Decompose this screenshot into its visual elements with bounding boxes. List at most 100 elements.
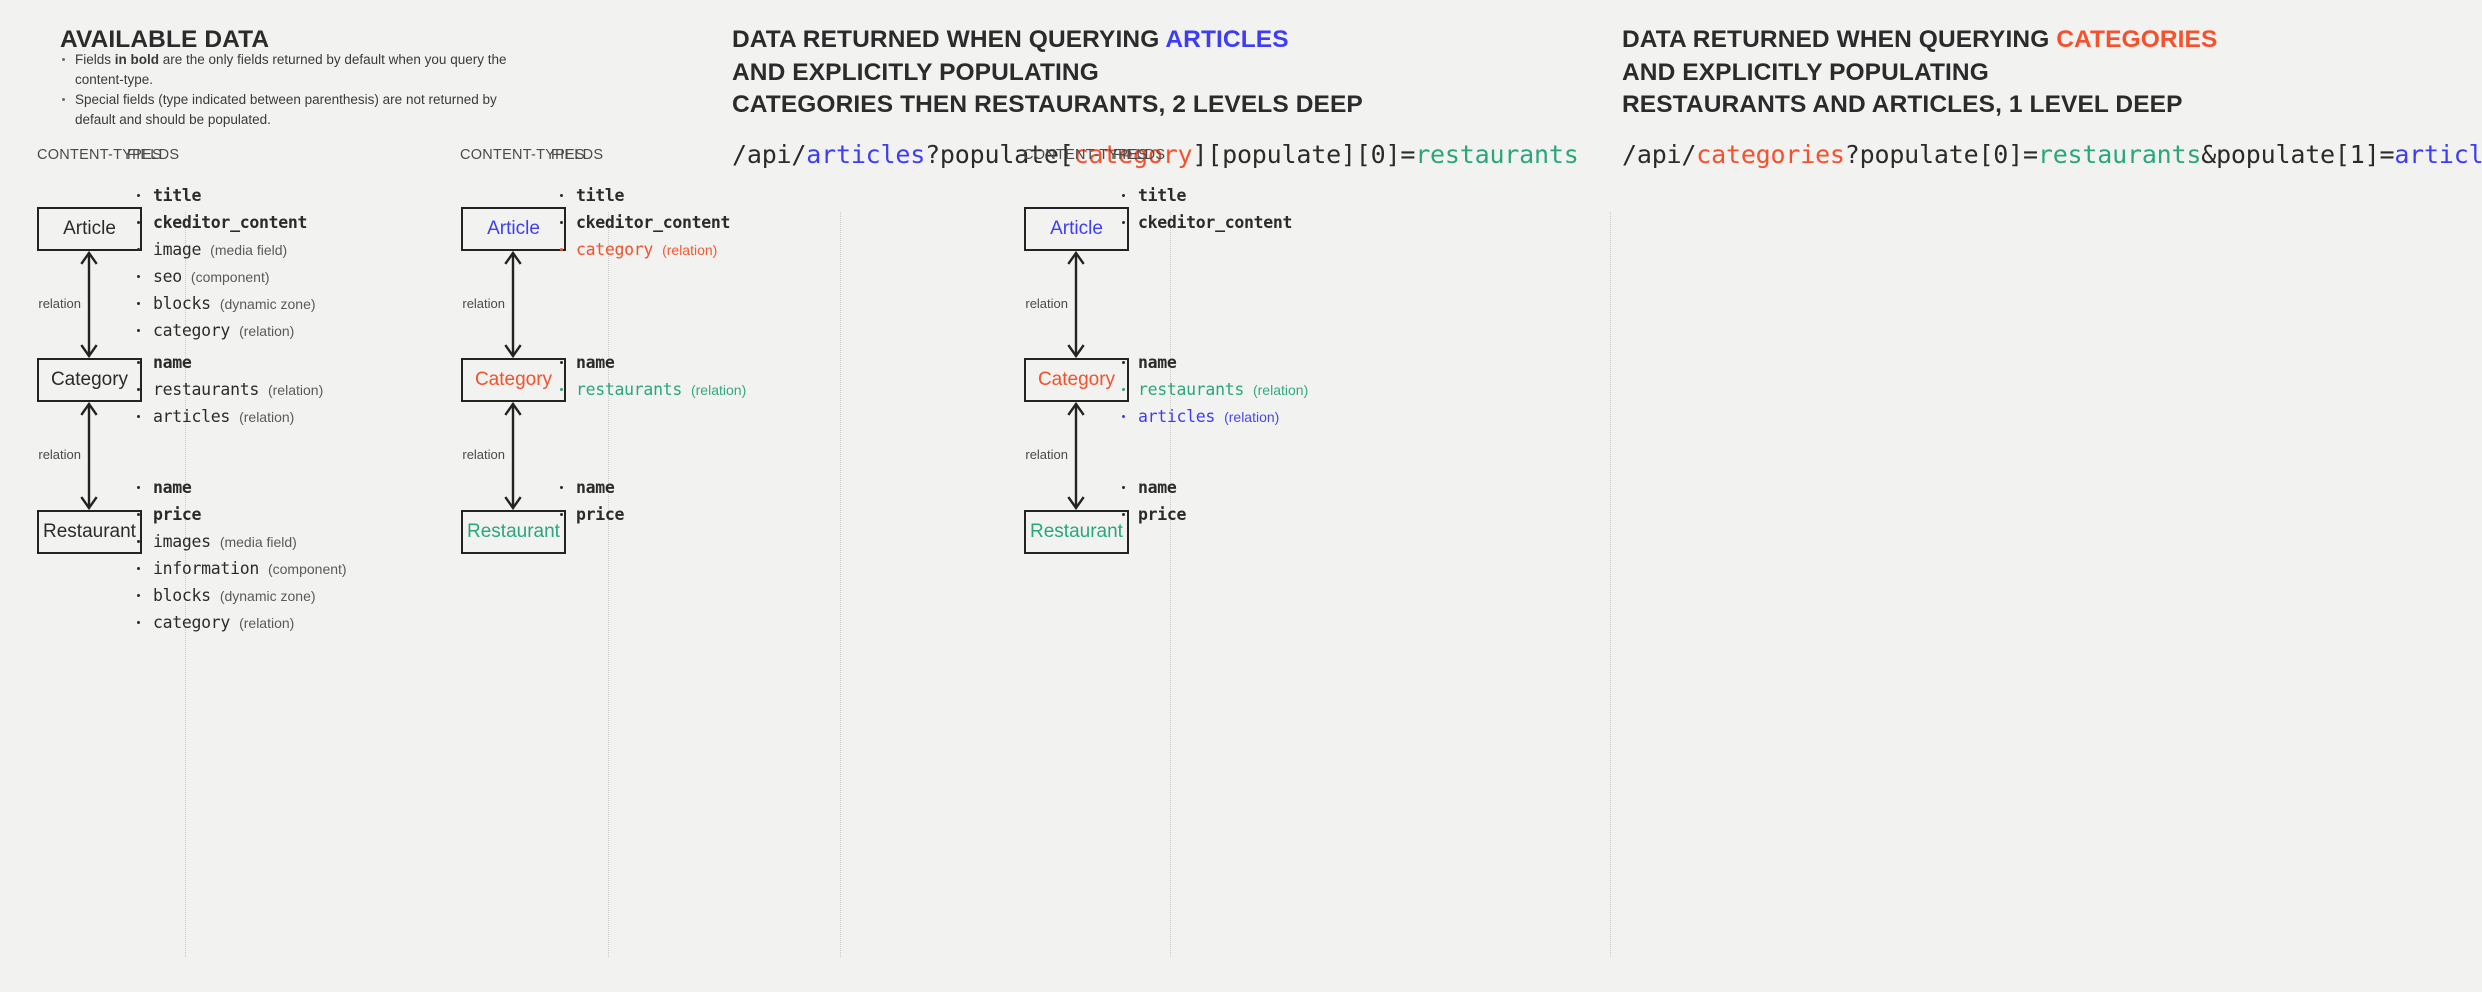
bullet-icon [1122,513,1126,517]
caption-fields: FIELDS [551,147,604,163]
field-name: blocks [153,586,211,605]
bullet-icon [560,486,564,490]
bullet-icon [137,594,141,598]
entity-label: Restaurant [467,521,560,542]
api-path-segment: &populate[1]= [2201,140,2395,169]
field-row: articles (relation) [1118,404,1308,429]
field-name: articles [1138,407,1216,426]
field-row: price [556,502,624,527]
column-divider [1170,212,1172,957]
heading-text: CATEGORIES THEN RESTAURANTS, 2 LEVELS DE… [732,91,1363,118]
field-name: image [153,240,202,259]
bullet-icon [560,513,564,517]
field-type: (relation) [1252,382,1309,398]
field-name: price [576,505,625,524]
entity-box-restaurant[interactable]: Restaurant [1024,510,1129,554]
bullet-icon [137,275,141,279]
heading-text: AVAILABLE DATA [60,26,270,53]
field-row: name [556,350,746,375]
caption-fields: FIELDS [1113,147,1166,163]
field-name: ckeditor_content [153,213,308,232]
field-type: (relation) [267,382,324,398]
field-row: restaurants(relation) [1118,377,1308,402]
field-row: category(relation) [133,610,347,635]
panel-separator [840,212,842,957]
entity-box-restaurant[interactable]: Restaurant [461,510,566,554]
bullet-icon [137,567,141,571]
field-name: price [1138,505,1187,524]
relation-arrow-label: relation [38,295,81,311]
entity-box-article[interactable]: Article [37,207,142,251]
field-row: restaurants(relation) [556,377,746,402]
bullet-icon [137,540,141,544]
bullet-icon [560,194,564,198]
bullet-icon [1122,361,1126,365]
field-name: name [153,478,192,497]
field-row: ckeditor_content [133,210,316,235]
field-type: (relation) [239,323,295,339]
bullet-icon [137,621,141,625]
heading-line: DATA RETURNED WHEN QUERYING ARTICLES [732,24,1363,57]
api-path-segment: restaurants [1415,140,1579,169]
heading-highlight: CATEGORIES [2056,26,2218,53]
api-path-segment: ?populate[0]= [1844,140,2038,169]
field-row: category(relation) [133,318,316,343]
field-row: title [133,183,316,208]
entity-box-article[interactable]: Article [461,207,566,251]
heading-text: RESTAURANTS AND ARTICLES, 1 LEVEL DEEP [1622,91,2183,118]
bullet-icon [137,221,141,225]
field-name: restaurants [153,380,259,399]
heading-line: AND EXPLICITLY POPULATING [1622,57,2217,90]
heading-text: AND EXPLICITLY POPULATING [732,58,1099,86]
entity-box-category[interactable]: Category [461,358,566,402]
field-row: category(relation) [556,237,730,262]
relation-arrow [504,402,522,510]
field-row: name [556,475,624,500]
api-path-segment: category [1073,140,1193,169]
field-type: (dynamic zone) [219,296,316,312]
field-name: title [576,186,625,205]
field-row: restaurants (relation) [133,377,323,402]
field-row: name [133,475,347,500]
field-row: name [1118,475,1186,500]
api-path-segment: /api/ [732,140,807,169]
field-row: information(component) [133,556,347,581]
field-name: seo [153,267,182,286]
heading-line: CATEGORIES THEN RESTAURANTS, 2 LEVELS DE… [732,89,1363,122]
relation-arrow [1067,251,1085,358]
bullet-icon [560,361,564,365]
field-type: (relation) [1224,409,1280,425]
entity-box-category[interactable]: Category [37,358,142,402]
heading-text: DATA RETURNED WHEN QUERYING [732,26,1166,53]
caption-content-types: CONTENT-TYPES [37,147,162,163]
field-row: articles(relation) [133,404,323,429]
entity-label: Article [487,218,540,239]
relation-arrow-label: relation [462,447,505,462]
bullet-icon [137,329,141,333]
bullet-icon [1122,221,1126,225]
entity-label: Restaurant [1030,521,1123,542]
field-name: category [153,613,231,632]
heading-text: AND EXPLICITLY POPULATING [1622,58,1989,86]
bullet-icon [137,513,141,517]
field-row: seo(component) [133,264,316,289]
api-path-segment: ?populate[ [925,140,1074,169]
relation-arrow-label: relation [1025,447,1068,462]
entity-box-article[interactable]: Article [1024,207,1129,251]
field-row: name [133,350,323,375]
field-name: name [576,478,615,497]
caption-content-types: CONTENT-TYPES [1023,147,1148,163]
heading-text: DATA RETURNED WHEN QUERYING [1622,26,2057,53]
field-name: title [153,186,202,205]
entity-box-restaurant[interactable]: Restaurant [37,510,142,554]
caption-fields: FIELDS [127,147,180,163]
entity-box-category[interactable]: Category [1024,358,1129,402]
field-row: price [1118,502,1186,527]
field-row: title [1118,183,1292,208]
field-name: ckeditor_content [576,213,731,232]
bullet-icon [1122,415,1126,419]
